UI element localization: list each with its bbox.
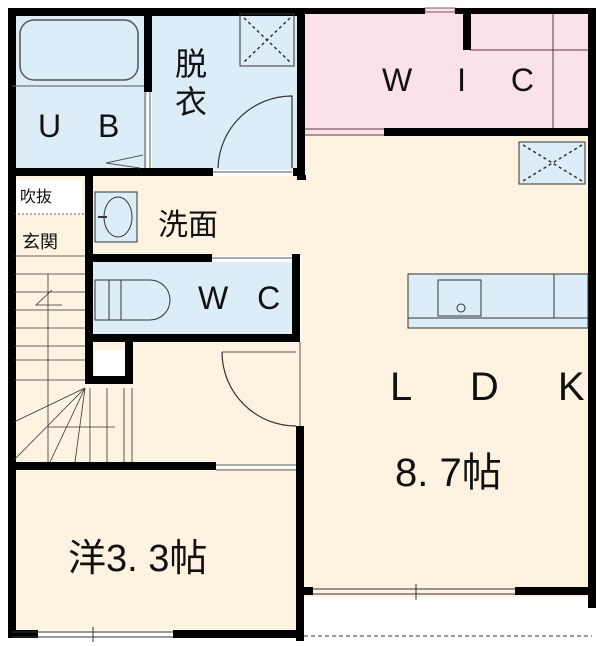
room-label-wic: W I C: [382, 62, 552, 98]
toilet-icon: [94, 279, 171, 321]
room-size-ldk: 8. 7帖: [395, 451, 502, 495]
staircase-icon: [13, 213, 133, 463]
yo-door-icon: [221, 351, 297, 427]
room-label-yo: 洋3. 3帖: [68, 538, 208, 580]
room-label-fukinuke: 吹抜: [20, 187, 53, 206]
ub-door-icon: [105, 154, 144, 169]
room-label-genkan: 玄関: [22, 232, 58, 253]
room-label-datsui: 脱衣: [175, 45, 208, 121]
room-ub-fill: [12, 12, 147, 170]
room-ldk-fill: [302, 134, 588, 597]
room-label-senmen: 洗面: [158, 208, 218, 243]
room-wic-fill: [302, 12, 588, 134]
room-label-wc: W C: [198, 280, 291, 316]
walls: [8, 8, 596, 641]
fukinuke-void: [14, 180, 82, 214]
laundry-pan-icon: [239, 13, 295, 67]
room-datsui-fill: [152, 12, 297, 170]
room-label-ub: U B: [38, 108, 134, 144]
kitchen-counter-icon: [407, 273, 589, 329]
bathtub-icon: [19, 19, 139, 81]
room-wc-fill: [92, 262, 296, 334]
pipe-shaft: [95, 350, 127, 380]
datsui-door-icon: [217, 95, 293, 169]
room-yo-fill: [12, 468, 302, 630]
stair-fill: [12, 176, 90, 464]
room-label-ldk: L D K: [390, 365, 600, 409]
kitchen-sink-icon: [437, 279, 482, 317]
